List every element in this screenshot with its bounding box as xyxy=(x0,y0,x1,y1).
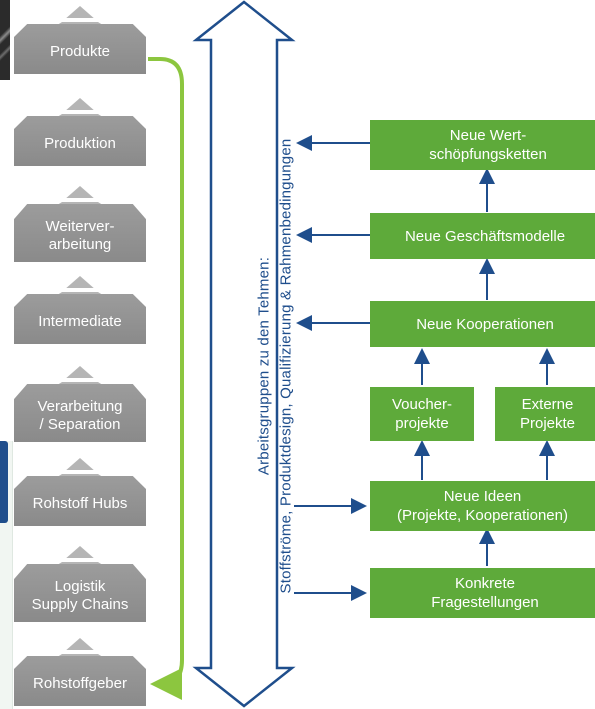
side-tab[interactable] xyxy=(0,441,8,523)
vertical-label: Arbeitsgruppen zu den Tehmen: Stoffström… xyxy=(245,96,305,636)
box-kooperationen: Neue Kooperationen xyxy=(370,301,595,347)
stage-label: Weiterver- arbeitung xyxy=(14,204,146,262)
stage-weiterverarbeitung: Weiterver- arbeitung xyxy=(14,182,146,262)
stage-verarbeitung: Verarbeitung / Separation xyxy=(14,362,146,442)
box-wertschoepfungsketten: Neue Wert- schöpfungsketten xyxy=(370,120,595,170)
stage-rohstoffgeber: Rohstoffgeber xyxy=(14,634,146,706)
stage-label: Produktion xyxy=(14,116,146,166)
stage-label: Rohstoff Hubs xyxy=(14,476,146,526)
stage-label: Intermediate xyxy=(14,294,146,344)
box-geschaeftsmodelle: Neue Geschäftsmodelle xyxy=(370,213,595,259)
stage-logistik: Logistik Supply Chains xyxy=(14,542,146,622)
box-voucherprojekte: Voucher- projekte xyxy=(370,387,474,441)
stage-label: Rohstoffgeber xyxy=(14,656,146,706)
photo-edge xyxy=(0,0,10,80)
stage-produkte: Produkte xyxy=(14,2,146,74)
stage-intermediate: Intermediate xyxy=(14,272,146,344)
green-return-arrow xyxy=(148,57,184,700)
stage-rohstoff-hubs: Rohstoff Hubs xyxy=(14,454,146,526)
box-externe-projekte: Externe Projekte xyxy=(495,387,595,441)
stage-produktion: Produktion xyxy=(14,94,146,166)
box-neue-ideen: Neue Ideen (Projekte, Kooperationen) xyxy=(370,481,595,531)
stage-label: Produkte xyxy=(14,24,146,74)
stage-label: Verarbeitung / Separation xyxy=(14,384,146,442)
vertical-label-line1: Arbeitsgruppen zu den Tehmen: xyxy=(255,256,272,476)
vertical-label-line2: Stoffströme, Produktdesign, Qualifizieru… xyxy=(277,138,294,594)
stage-label: Logistik Supply Chains xyxy=(14,564,146,622)
double-arrow xyxy=(192,0,296,708)
box-fragestellungen: Konkrete Fragestellungen xyxy=(370,568,595,618)
